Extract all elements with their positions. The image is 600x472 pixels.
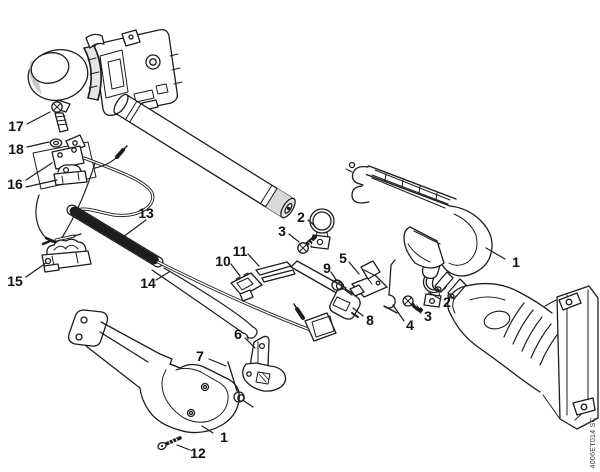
callout-clamp-lower: 15: [7, 273, 23, 289]
part-lever-5: [349, 260, 388, 298]
callout-switch: 10: [215, 253, 231, 269]
callout-small-spring: 9: [323, 260, 331, 276]
part-spring-9: [331, 279, 353, 296]
part-contact-strip-11: [255, 261, 296, 283]
part-screw-17: [51, 101, 69, 133]
part-cable-14: [151, 260, 337, 342]
callout-screw-shell-clamp: 3: [424, 308, 432, 324]
part-throttle-cable: [35, 145, 155, 246]
callout-screw-tube-clamp: 3: [278, 223, 286, 239]
part-switch-10: [230, 272, 263, 302]
callout-cable-bracket: 16: [7, 176, 23, 192]
callout-coil-sleeve: 13: [138, 205, 154, 221]
part-screw-3-tube: [297, 235, 317, 254]
callout-trigger-spring: 7: [196, 348, 204, 364]
part-elbow-housing: [447, 282, 599, 430]
image-code: 4006ET014 SC: [590, 416, 597, 468]
callout-throttle-rod: 8: [366, 312, 374, 328]
part-trigger-6: [242, 335, 287, 392]
part-clamp-15: [41, 238, 92, 273]
part-cable-bracket-16: [32, 134, 97, 190]
part-lower-handle-shell: [67, 309, 240, 434]
leader-lines: [25, 111, 506, 451]
part-spring-sleeve-13: [66, 204, 164, 268]
callout-washer: 18: [8, 141, 24, 157]
callout-cable: 14: [140, 275, 156, 291]
callout-lever: 5: [339, 250, 347, 266]
callout-clamp-tube: 2: [297, 209, 305, 225]
callout-spring-wire: 4: [406, 317, 414, 333]
part-tube-support-bracket: [27, 28, 183, 117]
part-screw-3-shell: [402, 295, 423, 312]
part-drive-tube: [113, 93, 296, 219]
callout-shell-screw: 12: [190, 445, 206, 461]
callout-contact-strip: 11: [232, 243, 248, 259]
callout-trigger: 6: [234, 326, 242, 342]
part-spring-4: [383, 259, 398, 314]
part-screw-12: [157, 436, 182, 451]
part-washer-18: [49, 138, 63, 148]
callout-bracket-screw: 17: [8, 118, 24, 134]
callout-clamp-shell: 2: [443, 294, 451, 310]
callout-upper-shell: 1: [512, 254, 520, 270]
part-spring-7: [227, 361, 254, 408]
callout-lower-shell: 1: [220, 429, 228, 445]
